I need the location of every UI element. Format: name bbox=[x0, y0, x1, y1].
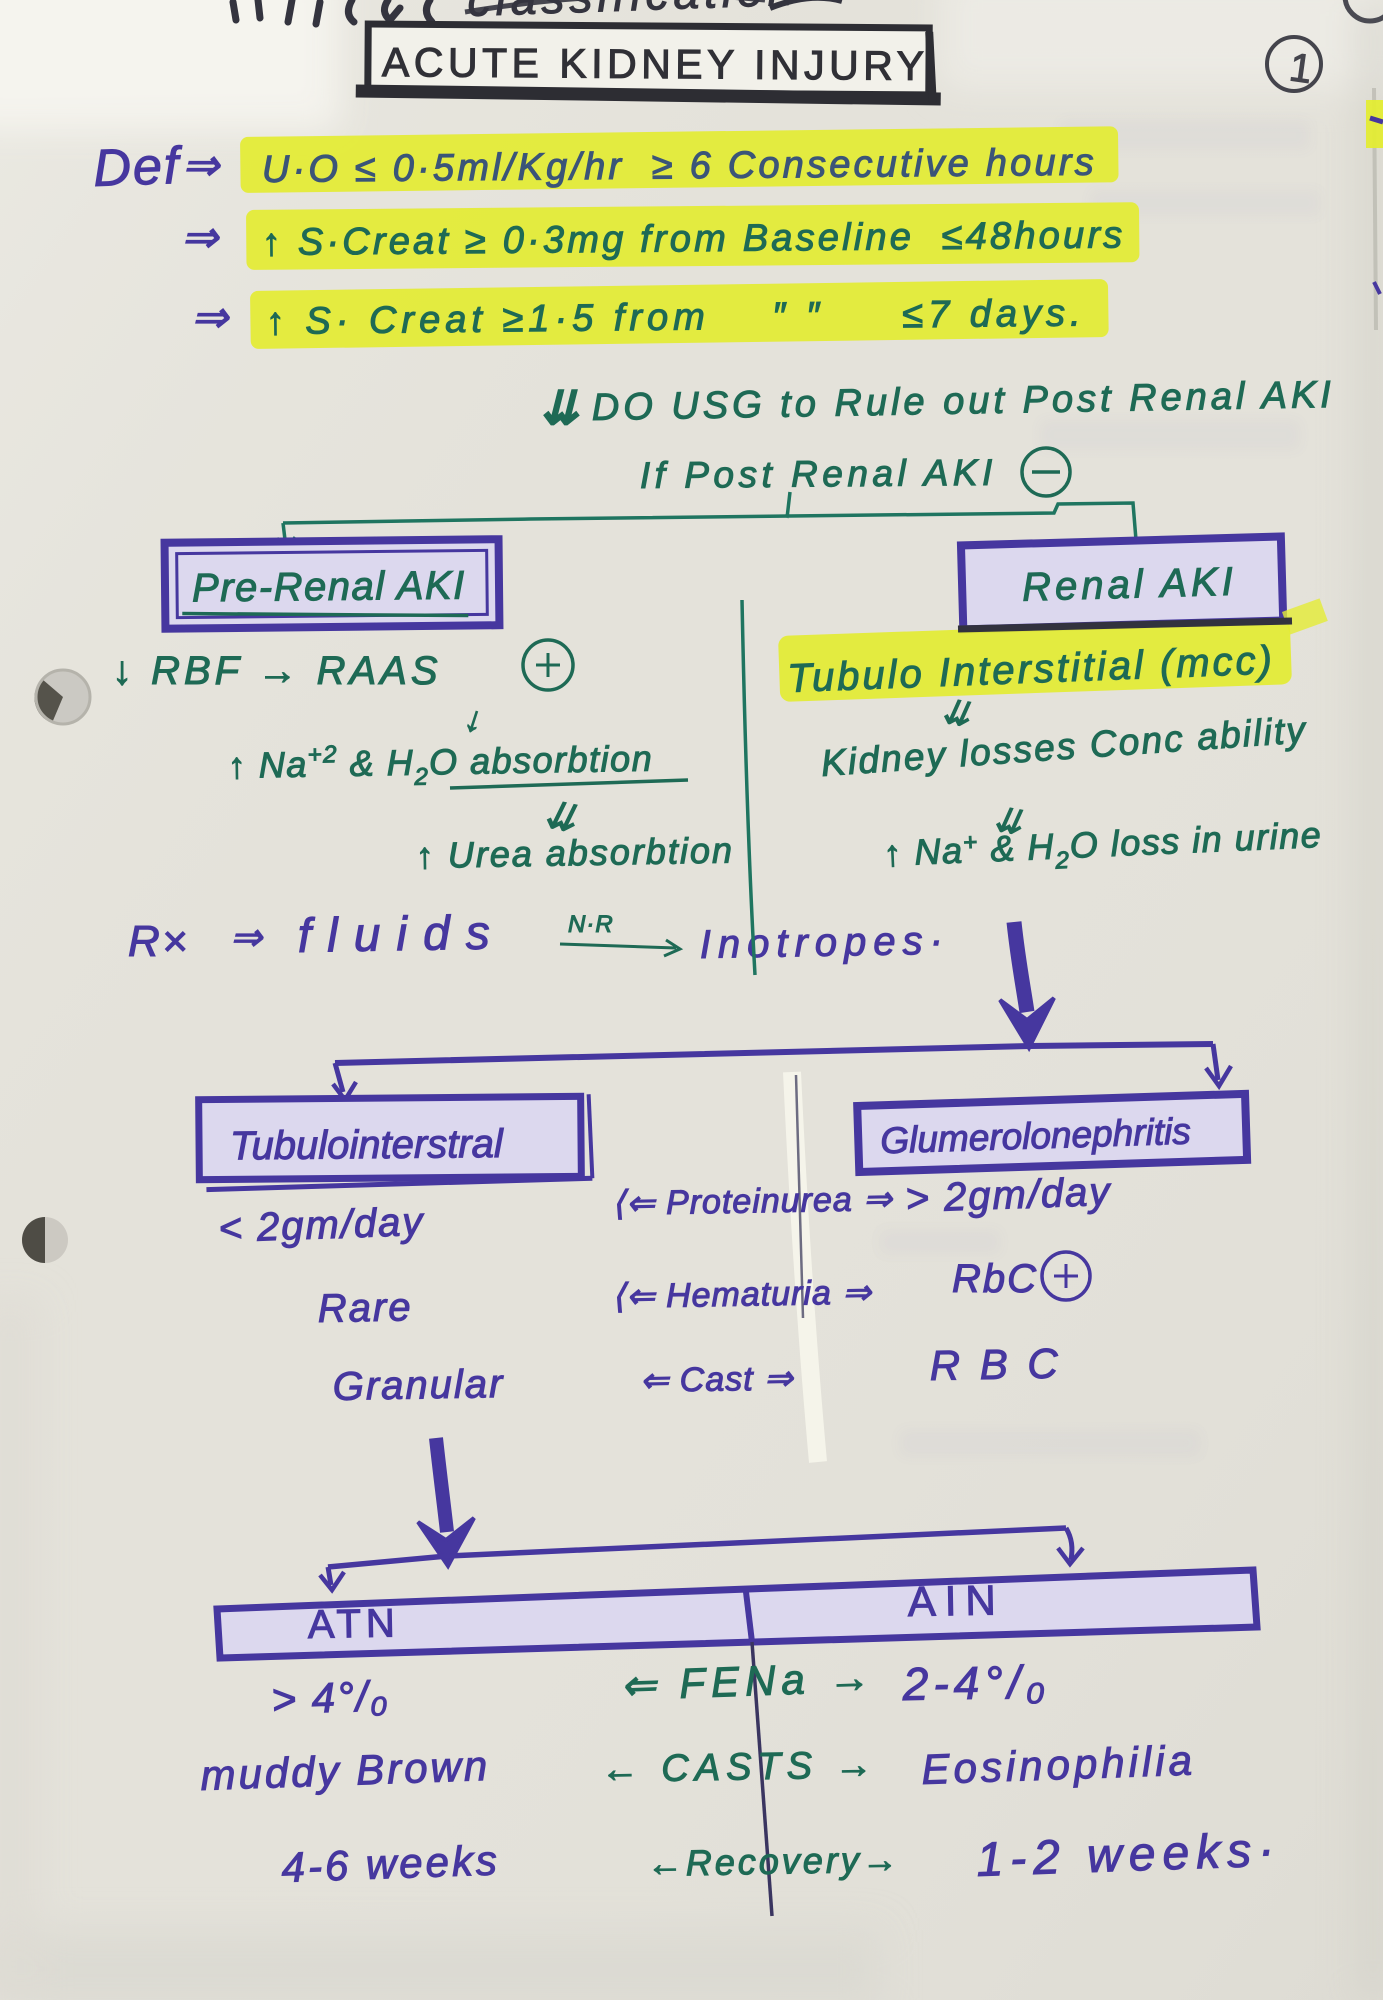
svg-text:2-4°/₀: 2-4°/₀ bbox=[901, 1655, 1050, 1710]
svg-text:Glumerolonephritis: Glumerolonephritis bbox=[880, 1111, 1192, 1162]
svg-text:⟨⇐ Proteinurea ⇒: ⟨⇐ Proteinurea ⇒ bbox=[611, 1180, 893, 1223]
svg-text:⟨⇐ Hematuria ⇒: ⟨⇐ Hematuria ⇒ bbox=[611, 1273, 872, 1316]
svg-text:ACUTE KIDNEY INJURY: ACUTE KIDNEY INJURY bbox=[382, 39, 929, 89]
svg-text:ATN: ATN bbox=[307, 1601, 400, 1647]
svg-text:⇒: ⇒ bbox=[191, 293, 230, 342]
svg-text:< 2gm/day: < 2gm/day bbox=[218, 1200, 426, 1251]
svg-text:U·O ≤ 0·5ml/Kg/hr ≥ 6 Consecu: U·O ≤ 0·5ml/Kg/hr ≥ 6 Consecutive hours bbox=[262, 142, 1097, 191]
svg-text:If Post Renal AKI: If Post Renal AKI bbox=[640, 452, 997, 496]
svg-text:Eosinophilia: Eosinophilia bbox=[921, 1736, 1197, 1793]
svg-text:↑ S· Creat ≥1·5 from ″ ″: ↑ S· Creat ≥1·5 from ″ ″ ≤7 days. bbox=[266, 292, 1086, 343]
svg-text:1-2 weeks·: 1-2 weeks· bbox=[976, 1823, 1282, 1887]
svg-text:1: 1 bbox=[1287, 45, 1315, 92]
svg-text:Def: Def bbox=[92, 137, 183, 198]
svg-text:⇒: ⇒ bbox=[181, 213, 220, 262]
svg-text:4-6 weeks: 4-6 weeks bbox=[281, 1836, 501, 1891]
svg-text:⇒: ⇒ bbox=[182, 141, 221, 190]
svg-text:↓ RBF → RAAS: ↓ RBF → RAAS bbox=[112, 649, 442, 693]
svg-text:muddy Brown: muddy Brown bbox=[200, 1742, 491, 1799]
svg-text:⇊: ⇊ bbox=[939, 692, 974, 734]
svg-text:R B C: R B C bbox=[929, 1340, 1062, 1389]
svg-text:Rare: Rare bbox=[317, 1285, 412, 1331]
svg-text:Pre-Renal AKI: Pre-Renal AKI bbox=[192, 564, 466, 611]
svg-text:←Recovery→: ←Recovery→ bbox=[646, 1839, 901, 1884]
svg-text:fluids: fluids bbox=[297, 906, 506, 963]
svg-text:R×: R× bbox=[128, 917, 189, 966]
svg-text:⇊: ⇊ bbox=[991, 800, 1026, 842]
svg-text:↑ Urea absorbtion: ↑ Urea absorbtion bbox=[415, 829, 734, 876]
svg-text:← CASTS →: ← CASTS → bbox=[600, 1744, 879, 1791]
svg-text:AIN: AIN bbox=[907, 1576, 1005, 1625]
svg-text:RbC: RbC bbox=[952, 1257, 1038, 1301]
svg-text:⇒: ⇒ bbox=[230, 917, 264, 959]
svg-text:Inotropes·: Inotropes· bbox=[699, 919, 950, 967]
svg-text:N·R: N·R bbox=[568, 911, 614, 938]
svg-text:⇐ Cast ⇒: ⇐ Cast ⇒ bbox=[639, 1359, 794, 1400]
svg-text:Granular: Granular bbox=[332, 1362, 504, 1409]
svg-text:⇐ FENa →: ⇐ FENa → bbox=[620, 1653, 877, 1709]
svg-text:> 4°/₀: > 4°/₀ bbox=[271, 1672, 390, 1723]
svg-text:Renal AKI: Renal AKI bbox=[1022, 560, 1238, 610]
svg-text:⇊: ⇊ bbox=[540, 382, 580, 434]
svg-text:↑ S·Creat ≥ 0·3mg from Baselin: ↑ S·Creat ≥ 0·3mg from Baseline ≤48hours bbox=[262, 214, 1126, 264]
svg-text:> 2gm/day: > 2gm/day bbox=[905, 1170, 1113, 1221]
svg-text:Tubulointerstral: Tubulointerstral bbox=[230, 1122, 504, 1168]
